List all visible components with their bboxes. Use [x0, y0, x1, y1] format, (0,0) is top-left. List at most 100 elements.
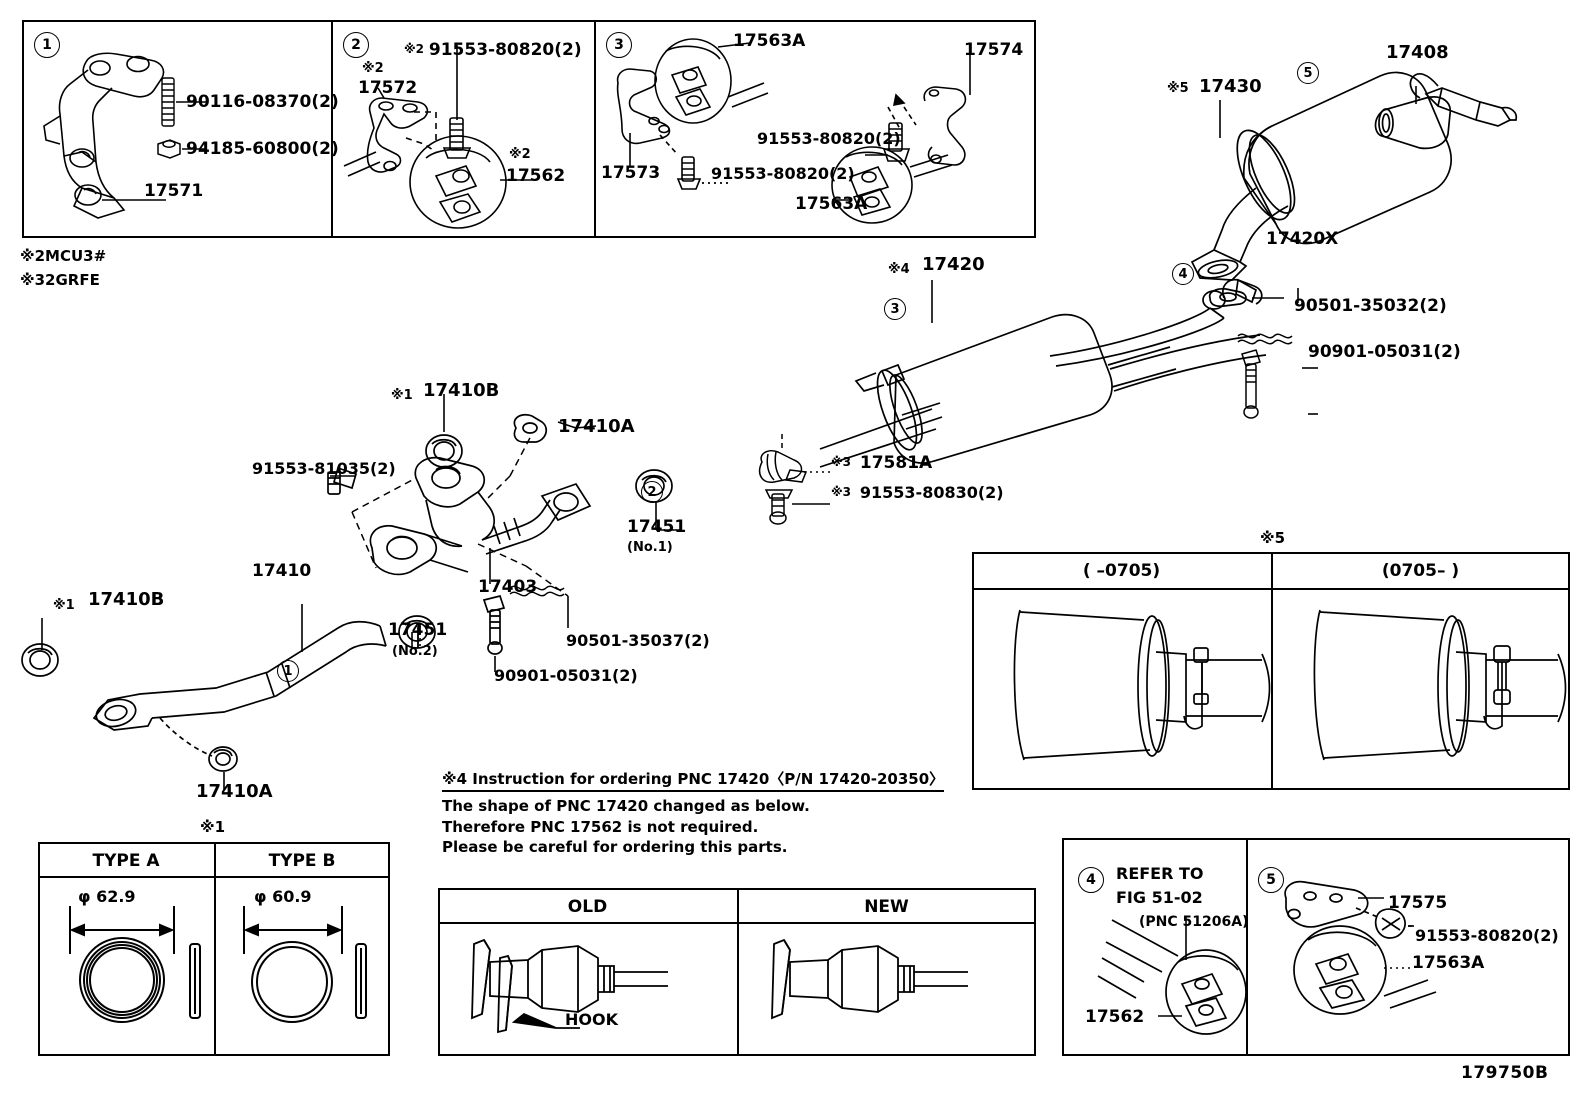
oldnew-drawings: [471, 938, 968, 1034]
instruction-block: ※4 Instruction for ordering PNC 17420〈P/…: [442, 769, 945, 857]
panel-4-refer-3: (PNC 51206A): [1139, 914, 1249, 930]
label-90901-05031-a: 90901-05031(2): [1308, 342, 1461, 362]
label-17420: 17420: [922, 254, 985, 275]
label-17410B-top: 17410B: [423, 380, 500, 401]
label-91553-80830: 91553-80830(2): [859, 483, 1004, 502]
panel-1-number: 1: [34, 32, 60, 58]
date-table-drawings: [1013, 609, 1567, 761]
center-muffler-drawing: [819, 280, 1267, 468]
note-x3-mark: ※3: [20, 271, 46, 289]
label-90901-05031-b: 90901-05031(2): [494, 666, 638, 685]
mark-x3-b: ※3: [831, 485, 852, 499]
panel-4-drawing: [1097, 916, 1247, 1035]
panel-divider-4-5: [1246, 838, 1248, 1056]
new-header: NEW: [864, 897, 909, 917]
callout-91553-80830: ※3 91553-80830(2): [831, 485, 1004, 501]
p2-mark-17572: ※2: [362, 61, 384, 76]
p3-label-17563A-top: 17563A: [733, 31, 806, 51]
hook-label: HOOK: [565, 1010, 618, 1029]
label-17420X: 17420X: [1266, 229, 1339, 249]
type-table-col-divider: [214, 842, 216, 1056]
type-table-mark: ※1: [200, 818, 226, 836]
label-17410A-top: 17410A: [558, 416, 635, 437]
mark-x1-17410B-top: ※1: [391, 388, 413, 403]
date-col-1-header: ( –0705): [1082, 561, 1161, 581]
panel-5-label-17563A: 17563A: [1412, 953, 1485, 973]
front-pipe-assembly: [21, 394, 680, 790]
top-panel-row: [22, 20, 1036, 238]
instruction-heading: ※4 Instruction for ordering PNC 17420〈P/…: [442, 769, 945, 793]
label-17451-no2-sub: (No.2): [392, 644, 438, 659]
callout-3-muffler: 3: [884, 298, 906, 320]
note-x2-text: MCU3#: [45, 247, 107, 265]
label-17410: 17410: [252, 561, 312, 581]
panel-2-drawing: [343, 45, 536, 229]
p1-label-17571: 17571: [144, 181, 204, 201]
callout-5-muffler: 5: [1297, 62, 1319, 84]
panel-5-number: 5: [1258, 867, 1284, 893]
date-col-2-header: (0705– ): [1381, 561, 1460, 581]
mark-x1-17410B-low: ※1: [53, 598, 75, 613]
type-a-dim: φ 62.9: [78, 887, 136, 906]
label-17410A-low: 17410A: [196, 781, 273, 802]
instruction-line-1: The shape of PNC 17420 changed as below.: [442, 797, 810, 816]
p1-label-94185: 94185-60800(2): [186, 139, 339, 159]
p2-mark-17562: ※2: [509, 147, 531, 162]
type-b-dim: φ 60.9: [254, 887, 312, 906]
panel-4-number: 4: [1078, 867, 1104, 893]
panel-5-drawing: [1284, 880, 1437, 1015]
label-17430: 17430: [1199, 76, 1262, 97]
figure-code: 179750B: [1461, 1063, 1549, 1083]
mark-x3-a: ※3: [831, 455, 852, 469]
mark-x2: ※2: [404, 42, 425, 56]
panel-4-refer-1: REFER TO: [1116, 864, 1204, 883]
panel-1-drawing: [43, 52, 206, 219]
old-header: OLD: [567, 897, 608, 917]
type-b-header: TYPE B: [268, 851, 336, 871]
mark-x5-17430: ※5: [1167, 81, 1189, 96]
p3-label-91553-80820-a: 91553-80820(2): [711, 164, 855, 183]
mark-x4-17420: ※4: [888, 262, 910, 277]
panel-divider-1-2: [331, 20, 333, 238]
label-17451-no1-sub: (No.1): [627, 540, 673, 555]
p3-label-17573: 17573: [601, 163, 661, 183]
panel-4-refer-2: FIG 51-02: [1116, 888, 1203, 907]
bottom-panel-row: [1062, 838, 1570, 1056]
panel-3-drawing: [616, 38, 971, 224]
label-17403: 17403: [478, 577, 538, 597]
panel-divider-2-3: [594, 20, 596, 238]
date-table-mark: ※5: [1260, 529, 1286, 547]
callout-4-pipe: 4: [1172, 263, 1194, 285]
panel-5-label-17575: 17575: [1388, 893, 1448, 913]
note-x3: ※32GRFE: [20, 273, 100, 288]
tail-tip-17408: [1374, 86, 1452, 150]
type-table-drawings: [69, 906, 367, 1023]
panel-2-number: 2: [343, 32, 369, 58]
panel-5-label-91553: 91553-80820(2): [1415, 926, 1559, 945]
p3-label-17574: 17574: [964, 40, 1024, 60]
note-x2-mark: ※2: [20, 247, 46, 265]
rear-leader-lines: [1049, 100, 1318, 419]
p1-label-90116: 90116-08370(2): [186, 92, 339, 112]
date-table-col-divider: [1271, 552, 1273, 790]
p3-label-91553-80820-b: 91553-80820(2): [757, 129, 901, 148]
label-90501-35032: 90501-35032(2): [1294, 296, 1447, 316]
instruction-line-3: Please be careful for ordering this part…: [442, 837, 788, 856]
panel-4-label-17562: 17562: [1085, 1007, 1145, 1027]
label-90501-35037: 90501-35037(2): [566, 631, 710, 650]
panel-3-number: 3: [606, 32, 632, 58]
note-x3-text: 2GRFE: [45, 271, 100, 289]
callout-17581A: ※3 17581A: [831, 455, 932, 472]
note-x2: ※2MCU3#: [20, 249, 106, 264]
label-17581A: 17581A: [859, 453, 933, 473]
oldnew-col-divider: [737, 888, 739, 1056]
clamp-17581A-drawing: [758, 432, 830, 525]
label-17410B-low: 17410B: [88, 589, 165, 610]
label-91553-81035: 91553-81035(2): [252, 459, 396, 478]
instruction-line-2: Therefore PNC 17562 is not required.: [442, 817, 759, 836]
p2-label-17572: 17572: [358, 78, 418, 98]
label-17408: 17408: [1386, 42, 1449, 63]
p2-91553-text: 91553-80820(2): [428, 40, 582, 60]
p2-label-91553-80820: ※2 91553-80820(2): [404, 42, 582, 59]
type-a-header: TYPE A: [92, 851, 160, 871]
